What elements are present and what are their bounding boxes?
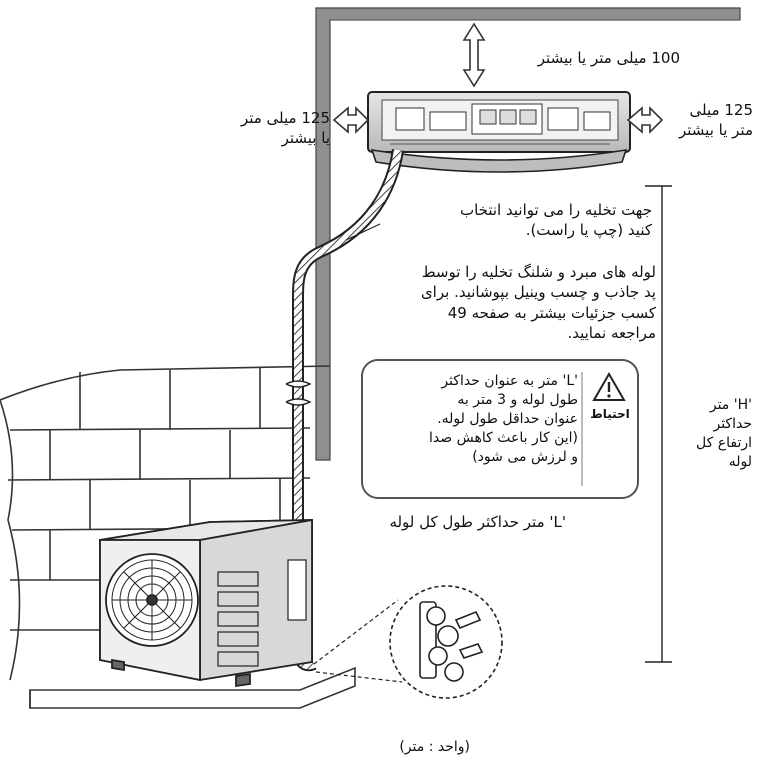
drain-direction-label: جهت تخلیه را می توانید انتخاب کنید (چپ ی… (459, 201, 652, 240)
caution-box-frame (361, 359, 639, 499)
pipe-break (285, 380, 312, 406)
left-clearance-arrow (332, 106, 370, 134)
ground-slab (29, 666, 356, 709)
length-label: 'L' متر حداکثر طول کل لوله (389, 513, 566, 531)
right-clearance-label: 125 میلی متر یا بیشتر (678, 101, 753, 140)
height-label: 'H' متر حداکثر ارتفاع کل لوله (696, 397, 752, 470)
left-clearance-label: 125 میلی متر یا بیشتر (240, 109, 330, 148)
caution-text: 'L' متر به عنوان حداکثر طول لوله و 3 متر… (429, 373, 578, 465)
outdoor-unit (99, 518, 313, 688)
indoor-unit (367, 91, 631, 173)
valve-detail-bubble (313, 585, 503, 699)
height-dimension (645, 185, 672, 663)
warning-triangle-icon (592, 371, 626, 401)
top-clearance-label: 100 میلی متر یا بیشتر (537, 49, 680, 67)
top-clearance-arrow (462, 22, 486, 88)
pipe-cover-instruction: لوله های مبرد و شلنگ تخلیه را توسط پد جا… (420, 263, 656, 342)
right-clearance-arrow (626, 106, 664, 134)
caution-title: احتیاط (590, 407, 630, 421)
unit-label: (واحد : متر) (399, 739, 470, 755)
building-wall (315, 7, 741, 461)
